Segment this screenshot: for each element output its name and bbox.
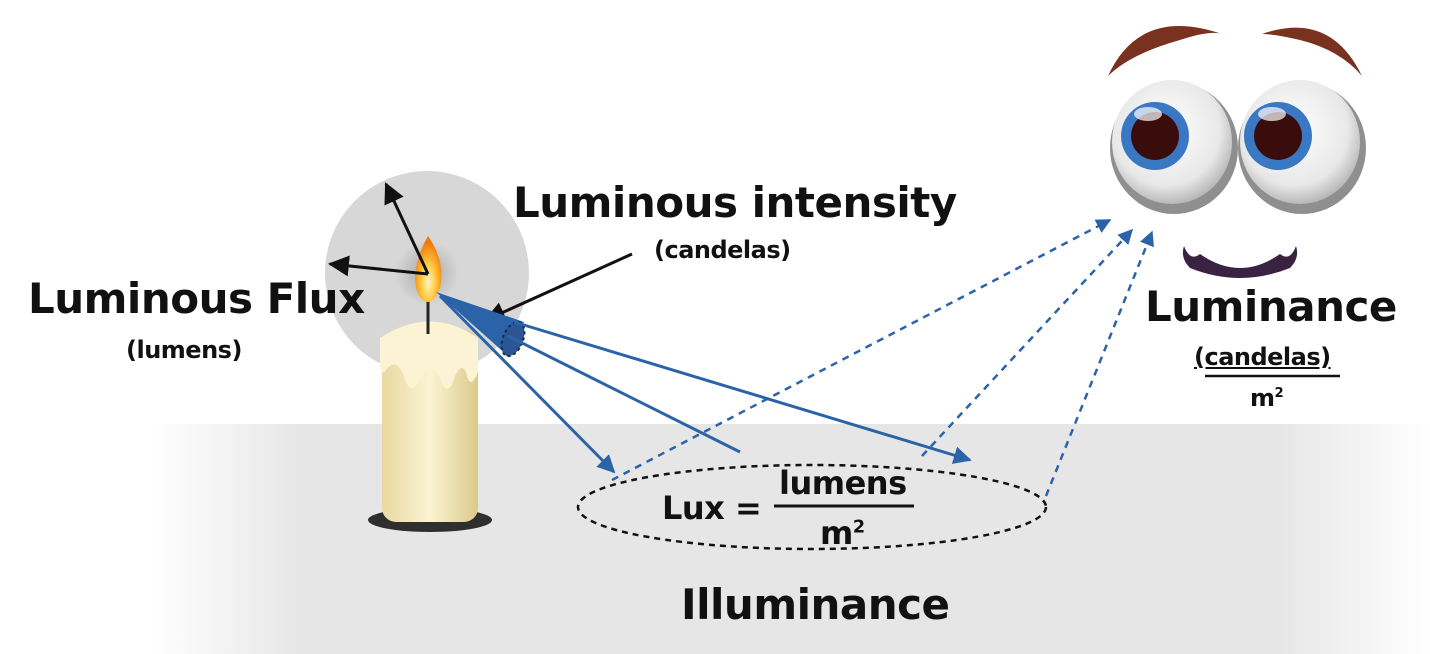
luminous-flux-unit: (lumens): [126, 336, 242, 364]
reflected-ray: [1044, 230, 1154, 497]
floor-surface: [150, 424, 1430, 654]
illuminated-area: [576, 463, 1048, 551]
eyes-icon: [1108, 26, 1366, 278]
luminance-unit-numerator: (candelas): [1194, 343, 1331, 371]
light-ray: [438, 294, 616, 474]
luminous-intensity-title: Luminous intensity: [513, 178, 957, 227]
luminance-title: Luminance: [1145, 282, 1397, 331]
light-ray: [507, 334, 741, 454]
illuminance-title: Illuminance: [681, 580, 950, 629]
intensity-cone: [436, 292, 524, 356]
intensity-pointer-arrow: [484, 252, 633, 322]
reflected-ray: [611, 218, 1112, 482]
lux-formula-denominator: m2: [820, 514, 865, 552]
luminous-flux-title: Luminous Flux: [28, 274, 365, 323]
luminance-denominator-base: m: [1250, 384, 1275, 412]
candle-icon: [368, 236, 492, 532]
luminance-unit-denominator: m2: [1250, 384, 1284, 412]
lux-denominator-base: m: [820, 514, 853, 552]
flux-arrow-left: [327, 255, 429, 277]
lux-denominator-exponent: 2: [852, 517, 865, 538]
luminous-intensity-unit: (candelas): [654, 236, 791, 264]
lux-formula-lhs: Lux =: [662, 489, 762, 527]
luminance-denominator-exponent: 2: [1274, 386, 1284, 401]
flux-arrow-up: [384, 182, 430, 275]
lux-formula-numerator: lumens: [779, 464, 907, 502]
light-ray: [513, 320, 972, 464]
reflected-ray: [921, 228, 1134, 457]
